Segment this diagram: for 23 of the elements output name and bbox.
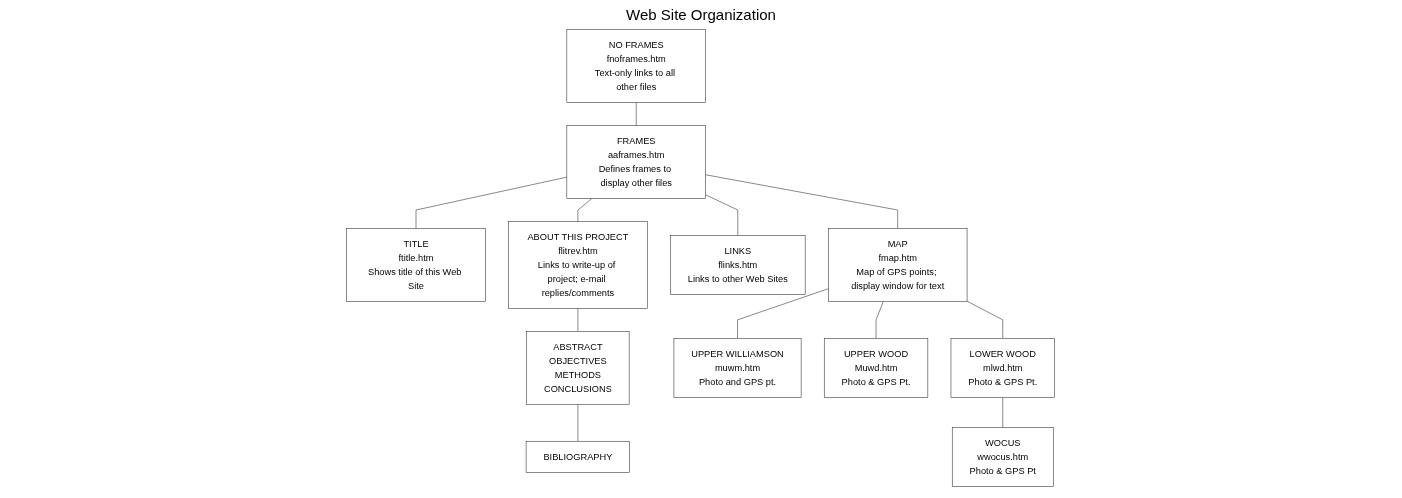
node-box: BIBLIOGRAPHY	[526, 440, 631, 473]
connector	[705, 174, 899, 229]
connector	[737, 288, 829, 339]
connector	[967, 300, 1004, 339]
node-box: MAP fmap.htm Map of GPS points; display window for text	[828, 228, 968, 302]
node-box: LINKS flinks.htm Links to other Web Sites	[670, 235, 806, 295]
node-box: UPPER WOOD Muwd.htm Photo & GPS Pt.	[824, 338, 929, 398]
connector	[636, 102, 637, 126]
node-box: ABOUT THIS PROJECT flitrev.htm Links to write-up of project; e-mail replies/comments	[508, 221, 648, 309]
node-box: TITLE ftitle.htm Shows title of this Web Site	[346, 228, 487, 302]
connector	[876, 301, 885, 339]
node-box: ABSTRACT OBJECTIVES METHODS CONCLUSIONS	[526, 331, 630, 405]
node-box: UPPER WILLIAMSON muwm.htm Photo and GPS pt.	[674, 338, 802, 398]
diagram-title: Web Site Organization	[626, 6, 776, 23]
connector	[578, 403, 579, 442]
connector	[578, 308, 579, 332]
node-box: NO FRAMES fnoframes.htm Text-only links to all other files	[566, 29, 707, 103]
node-box: WOCUS wwocus.htm Photo & GPS Pt	[952, 427, 1054, 487]
connector	[416, 176, 568, 229]
node-box: FRAMES aaframes.htm Defines frames to display other files	[566, 125, 707, 199]
connector	[578, 198, 593, 222]
node-box: LOWER WOOD mlwd.htm Photo & GPS Pt.	[951, 338, 1056, 398]
connector	[1002, 397, 1004, 428]
